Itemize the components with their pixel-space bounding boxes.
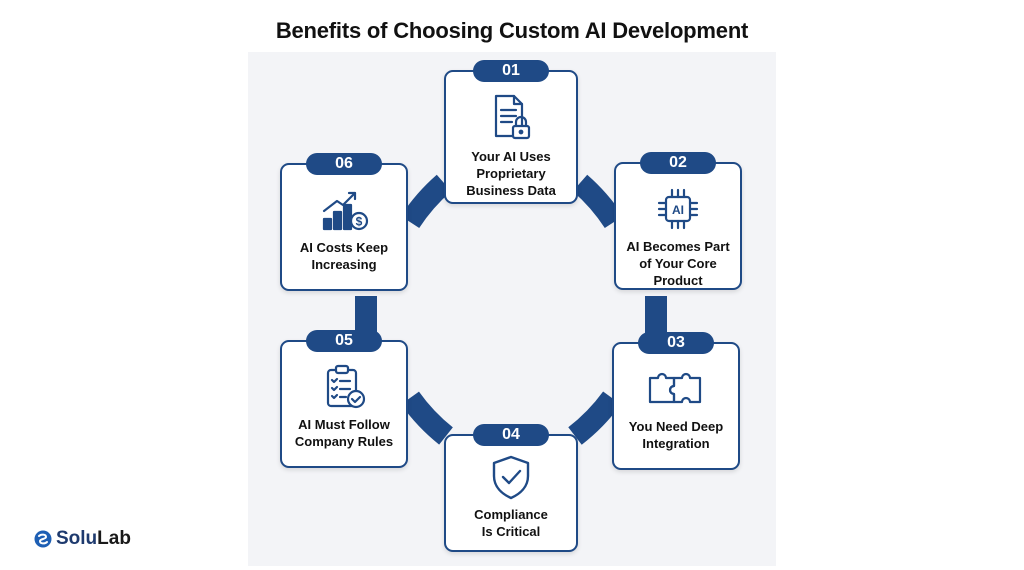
ring-arc-04-05 — [401, 391, 454, 445]
step-label-05: AI Must Follow Company Rules — [294, 417, 394, 449]
rising-cost-chart-icon: $ — [319, 185, 369, 235]
step-card-06: 06 $ AI Costs Keep Increasing — [280, 153, 408, 291]
step-card-03: 03 You Need Deep Integration — [612, 332, 740, 470]
step-card-02: 02 AI AI Becomes Part of Your Core Produ… — [614, 152, 742, 290]
ring-arc-01-02 — [572, 174, 624, 229]
page-title: Benefits of Choosing Custom AI Developme… — [275, 18, 749, 43]
solulab-logo-text: SoluLab — [56, 528, 131, 549]
step-card-05: 05 AI Must Follow Company Rules — [280, 330, 408, 468]
svg-text:AI: AI — [672, 203, 684, 217]
step-badge-02: 02 — [640, 152, 716, 174]
shield-check-icon — [486, 452, 536, 502]
puzzle-icon — [648, 364, 702, 414]
step-label-04: Compliance Is Critical — [474, 507, 548, 539]
step-label-03: You Need Deep Integration — [628, 419, 724, 451]
step-card-04: 04 Compliance Is Critical — [444, 424, 578, 552]
step-label-06: AI Costs Keep Increasing — [299, 240, 389, 272]
step-label-01: Your AI Uses Proprietary Business Data — [466, 149, 556, 198]
ai-chip-icon: AI — [653, 184, 703, 234]
step-card-01: 01 Your AI Uses Proprietary Business Dat… — [444, 60, 578, 204]
ring-arc-03-04 — [568, 391, 621, 445]
ring-arc-06-01 — [400, 174, 452, 229]
clipboard-checklist-icon — [319, 362, 369, 412]
step-badge-06: 06 — [306, 153, 382, 175]
step-label-02: AI Becomes Part of Your Core Product — [626, 239, 730, 288]
svg-text:$: $ — [356, 215, 363, 229]
step-badge-03: 03 — [638, 332, 714, 354]
step-badge-01: 01 — [473, 60, 549, 82]
secure-document-icon — [486, 92, 536, 142]
solulab-logo-mark — [34, 530, 52, 548]
solulab-logo: SoluLab — [34, 528, 131, 550]
step-badge-04: 04 — [473, 424, 549, 446]
step-badge-05: 05 — [306, 330, 382, 352]
